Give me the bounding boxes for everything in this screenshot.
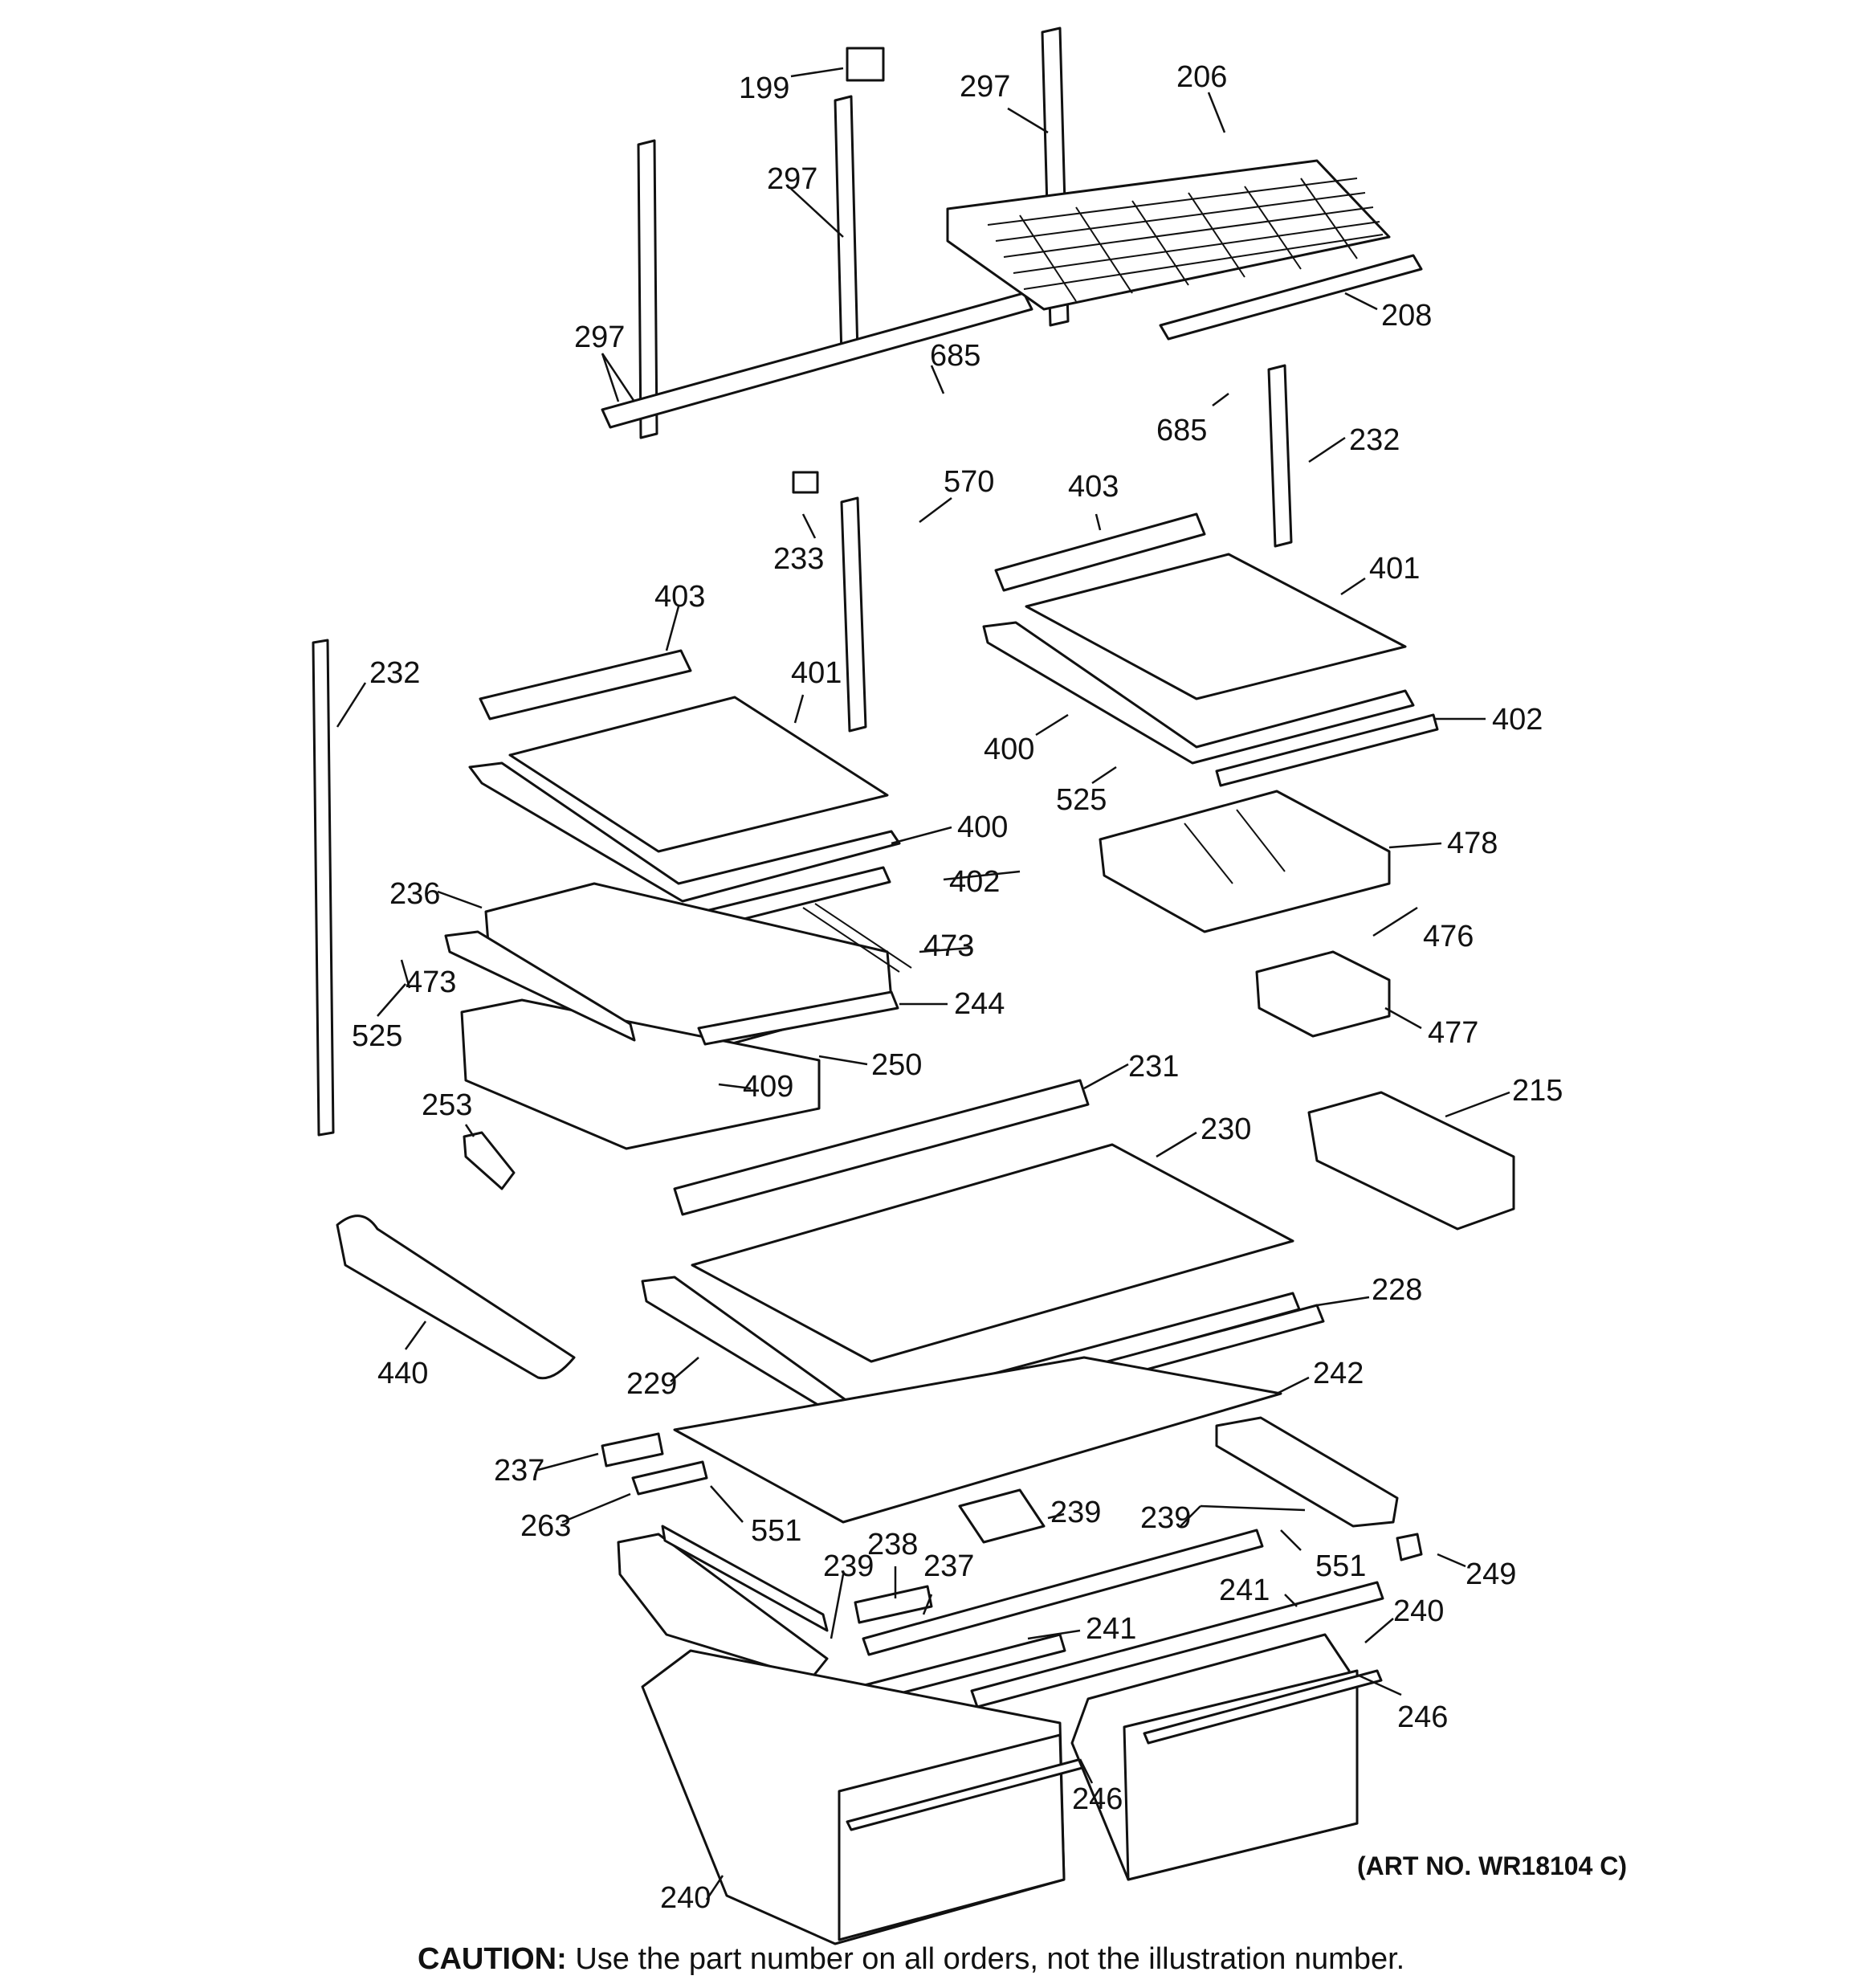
callout-551-left: 551 <box>751 1514 801 1548</box>
callout-237-left: 237 <box>494 1454 544 1488</box>
art-number: (ART NO. WR18104 C) <box>1357 1851 1628 1880</box>
crisper-drawer-right <box>1070 1633 1383 1881</box>
callout-230: 230 <box>1201 1112 1251 1146</box>
caution-note: CAUTION: Use the part number on all orde… <box>418 1942 1404 1977</box>
callout-208: 208 <box>1381 299 1432 333</box>
callout-478: 478 <box>1447 827 1498 860</box>
callout-525-left: 525 <box>352 1019 402 1053</box>
callout-401-left: 401 <box>791 656 842 690</box>
callout-409: 409 <box>743 1070 793 1104</box>
caution-label: CAUTION: <box>418 1942 567 1976</box>
callout-206: 206 <box>1176 60 1227 94</box>
rail-232-left <box>312 639 335 1137</box>
callout-400-left: 400 <box>957 810 1008 844</box>
callout-236: 236 <box>389 877 440 911</box>
callout-477: 477 <box>1428 1016 1478 1050</box>
callout-402-left: 402 <box>949 865 1000 899</box>
callout-246-right: 246 <box>1397 1700 1448 1734</box>
callout-476: 476 <box>1423 920 1474 953</box>
caution-text: Use the part number on all orders, not t… <box>566 1942 1405 1976</box>
callout-232-left: 232 <box>369 656 420 690</box>
snack-drawer-478 <box>1099 790 1391 1038</box>
callout-400-right: 400 <box>984 733 1034 766</box>
crisper-drawer-left <box>641 1649 1102 1945</box>
callout-229: 229 <box>626 1367 677 1401</box>
callout-233: 233 <box>773 542 824 576</box>
callout-199: 199 <box>739 71 789 105</box>
callout-570: 570 <box>944 465 994 499</box>
callout-240-left: 240 <box>660 1881 711 1915</box>
top-rails <box>601 27 1070 439</box>
callout-labels: 199 297 206 297 208 297 685 685 232 570 … <box>352 60 1563 1915</box>
callout-525-right: 525 <box>1056 783 1107 817</box>
callout-685-left: 685 <box>930 339 980 373</box>
callout-473-right: 473 <box>923 929 974 963</box>
callout-473-left: 473 <box>406 965 456 999</box>
callout-250: 250 <box>871 1048 922 1082</box>
callout-249: 249 <box>1466 1557 1516 1591</box>
glass-shelf-right <box>982 512 1439 787</box>
glass-shelf-left <box>468 649 901 929</box>
callout-440: 440 <box>377 1357 428 1390</box>
callout-237-center: 237 <box>923 1549 974 1583</box>
leader-lines <box>336 67 1510 1900</box>
wire-shelf-206 <box>946 159 1423 341</box>
callout-403-right: 403 <box>1068 470 1119 504</box>
callout-239-right: 239 <box>1140 1501 1191 1535</box>
part-199-clip <box>846 47 885 82</box>
callout-685-right: 685 <box>1156 414 1207 447</box>
callout-297-top: 297 <box>960 70 1010 104</box>
callout-240-right: 240 <box>1393 1594 1444 1628</box>
mid-rails <box>312 364 1293 1137</box>
callout-297-mid: 297 <box>767 162 817 196</box>
callout-297-left: 297 <box>574 320 625 354</box>
callout-239-center: 239 <box>1050 1496 1101 1529</box>
callout-241-center: 241 <box>1086 1612 1136 1646</box>
callout-244: 244 <box>954 987 1005 1021</box>
callout-215: 215 <box>1512 1074 1563 1108</box>
meat-keeper-drawer <box>444 882 912 1150</box>
callout-238: 238 <box>867 1528 918 1561</box>
callout-246-left: 246 <box>1072 1782 1123 1816</box>
door-bin-215 <box>1307 1091 1515 1231</box>
callout-241-right: 241 <box>1219 1574 1270 1607</box>
callout-228: 228 <box>1372 1273 1422 1307</box>
callout-232-right: 232 <box>1349 423 1400 457</box>
callout-402-right: 402 <box>1492 703 1543 737</box>
callout-231: 231 <box>1128 1050 1179 1084</box>
callout-401-right: 401 <box>1369 552 1420 586</box>
callout-403-left: 403 <box>654 580 705 614</box>
misc-left-parts <box>336 1131 576 1380</box>
callout-263: 263 <box>520 1509 571 1543</box>
callout-551-right: 551 <box>1315 1549 1366 1583</box>
callout-242: 242 <box>1313 1357 1364 1390</box>
callout-239-left: 239 <box>823 1549 874 1583</box>
callout-253: 253 <box>422 1088 472 1122</box>
